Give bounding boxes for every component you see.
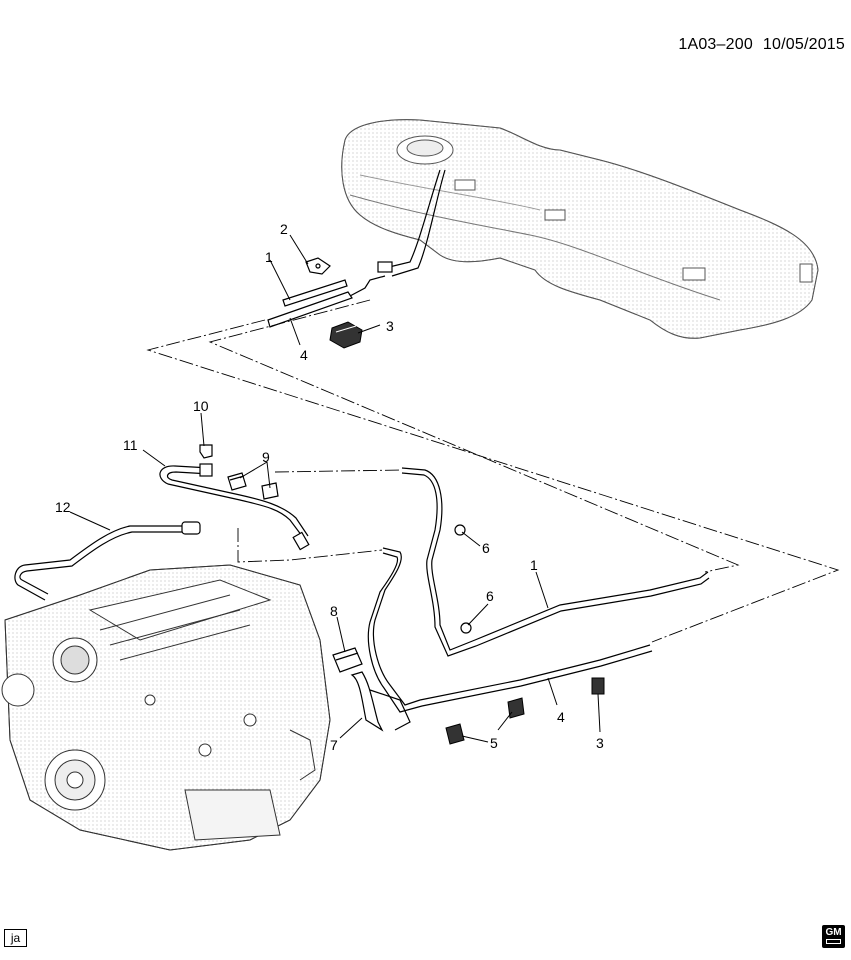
part-12-hose: [14, 521, 201, 601]
routing-lines: [146, 299, 840, 643]
diagram-header: 1A03–200 10/05/2015: [678, 36, 845, 54]
part-8-sleeve: [332, 647, 363, 673]
part-1-fuel-line-top: [282, 279, 348, 307]
callout-2-top: 2: [280, 221, 288, 237]
part-2-clip-top: [305, 257, 331, 275]
engine: [1, 564, 331, 851]
callout-1-right: 1: [530, 557, 538, 573]
gm-logo: GM: [822, 925, 845, 948]
part-3-clip-top: [329, 321, 363, 349]
callout-4-right: 4: [557, 709, 565, 725]
fuel-line-assembly-1: [401, 467, 710, 657]
fuel-line-assembly-4: [367, 547, 653, 731]
fuel-tank: [341, 119, 819, 339]
tank-feed-lines: [349, 169, 446, 297]
callout-8: 8: [330, 603, 338, 619]
callouts: 1 2 3 4 10 11 9 12 6 6 1 8 4 3 5 7: [55, 221, 604, 753]
part-10-clip: [199, 444, 213, 459]
diagram-date: 10/05/2015: [762, 36, 845, 53]
part-6-clips: [454, 524, 472, 634]
callout-1-top: 1: [265, 249, 273, 265]
callout-4-top: 4: [300, 347, 308, 363]
part-9-connectors: [227, 472, 279, 500]
callout-3-top: 3: [386, 318, 394, 334]
part-3-clip-right: [591, 677, 605, 695]
part-11-hose-assembly: [159, 463, 310, 551]
callout-3-right: 3: [596, 735, 604, 751]
callout-6-lower: 6: [486, 588, 494, 604]
artist-initials-box: ja: [4, 929, 27, 947]
callout-12: 12: [55, 499, 71, 515]
callout-6-upper: 6: [482, 540, 490, 556]
callout-10: 10: [193, 398, 209, 414]
gm-logo-bar: [826, 939, 841, 944]
gm-logo-text: GM: [825, 927, 842, 938]
callout-5: 5: [490, 735, 498, 751]
part-7-hose: [350, 671, 384, 732]
callout-11: 11: [123, 437, 138, 453]
leader-lines: [69, 234, 601, 743]
part-4-fuel-line-top: [267, 291, 353, 328]
part-5-clips: [445, 697, 525, 745]
callout-7: 7: [330, 737, 338, 753]
diagram-code: 1A03–200: [678, 36, 753, 53]
callout-9: 9: [262, 449, 270, 465]
